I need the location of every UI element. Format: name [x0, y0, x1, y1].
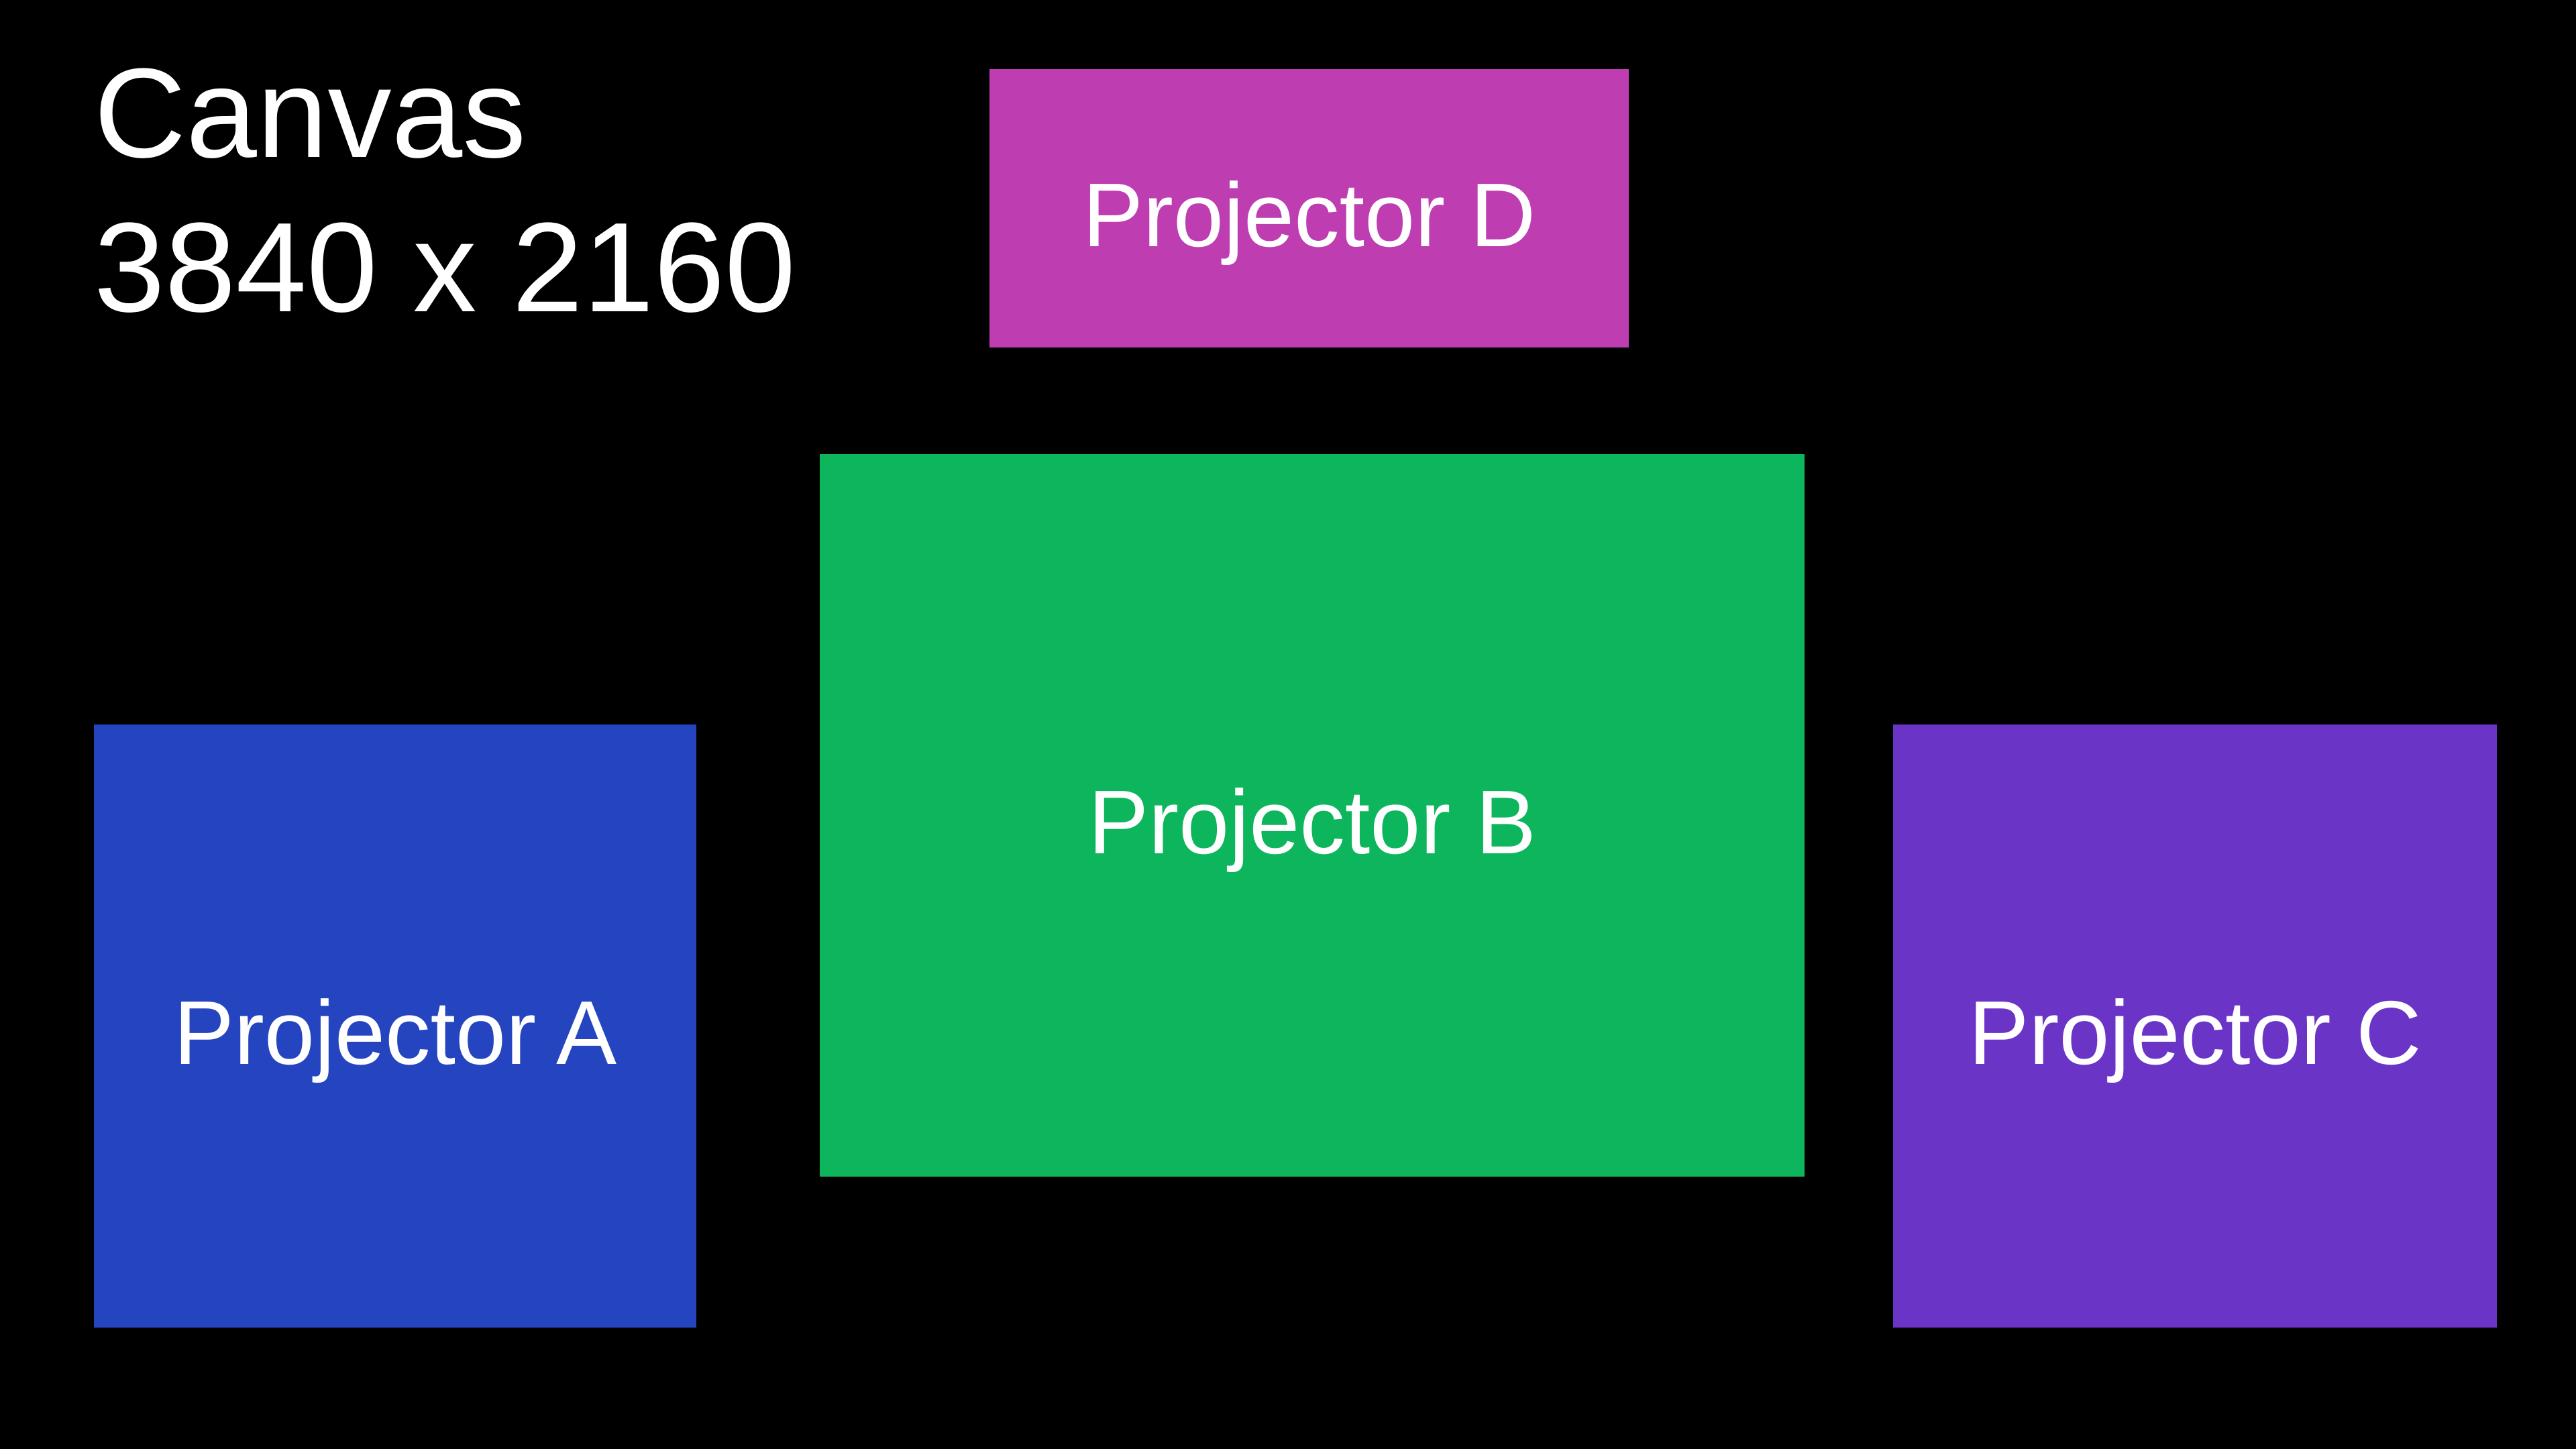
canvas-title: Canvas 3840 x 2160 [94, 37, 796, 345]
projector-c-label: Projector C [1968, 982, 2422, 1083]
canvas-title-line: Canvas [94, 42, 527, 184]
projector-c-region[interactable]: Projector C [1893, 724, 2497, 1328]
projector-a-region[interactable]: Projector A [94, 724, 696, 1328]
projector-d-label: Projector D [1082, 164, 1536, 266]
projector-b-label: Projector B [1088, 771, 1536, 873]
projector-b-region[interactable]: Projector B [820, 454, 1805, 1177]
projector-a-label: Projector A [173, 982, 617, 1083]
projector-d-region[interactable]: Projector D [989, 69, 1629, 347]
canvas-size-label: 3840 x 2160 [94, 196, 796, 339]
